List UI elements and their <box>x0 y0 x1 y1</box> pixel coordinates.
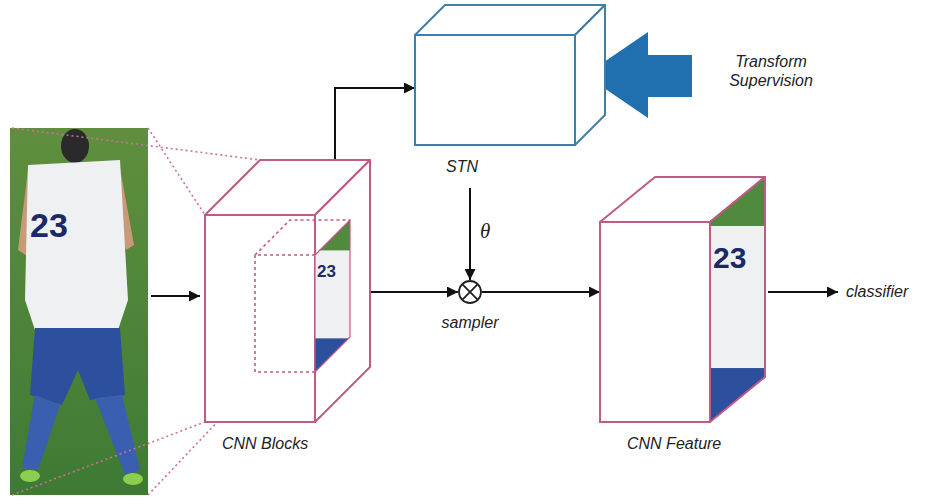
cube-front <box>600 222 710 422</box>
node-shape <box>600 177 765 422</box>
crop-outline <box>315 220 350 372</box>
flow-arrow <box>482 291 600 293</box>
stn-module: STN <box>415 5 605 188</box>
edge-label: θ <box>478 220 492 242</box>
cube-outline <box>205 160 370 422</box>
jersey-number: 23 <box>30 205 68 246</box>
node-label: STN <box>446 157 478 176</box>
cube-side <box>575 5 605 145</box>
annotation-text: Transform Supervision <box>712 52 830 90</box>
jersey-number: 23 <box>317 262 336 282</box>
input-arrow <box>151 295 200 297</box>
flow-arrow <box>370 291 458 293</box>
cropped-photo <box>710 177 765 422</box>
cube-front <box>415 35 575 145</box>
cube-side <box>315 160 370 422</box>
node-shape <box>458 280 482 304</box>
cnn-block: CNN Blocks <box>205 160 370 465</box>
flow-arrow <box>335 88 415 160</box>
output-label: classifier <box>846 282 908 301</box>
feature-block: CNN Feature <box>600 177 765 465</box>
cube-side <box>710 177 765 422</box>
flow-arrow <box>469 188 471 280</box>
sampler-op: sampler <box>458 280 482 304</box>
cube-outline <box>415 5 605 145</box>
node-shape <box>415 5 605 145</box>
cropped-photo <box>315 220 350 372</box>
node-shape <box>205 160 370 422</box>
player-photo <box>10 128 148 495</box>
output-arrow <box>768 291 838 293</box>
node-label: sampler <box>442 313 499 332</box>
node-label: CNN Feature <box>627 434 721 453</box>
node-label: CNN Blocks <box>222 434 308 453</box>
cube-front <box>205 215 315 422</box>
receptive-field <box>255 220 350 372</box>
jersey-number: 23 <box>713 240 746 276</box>
